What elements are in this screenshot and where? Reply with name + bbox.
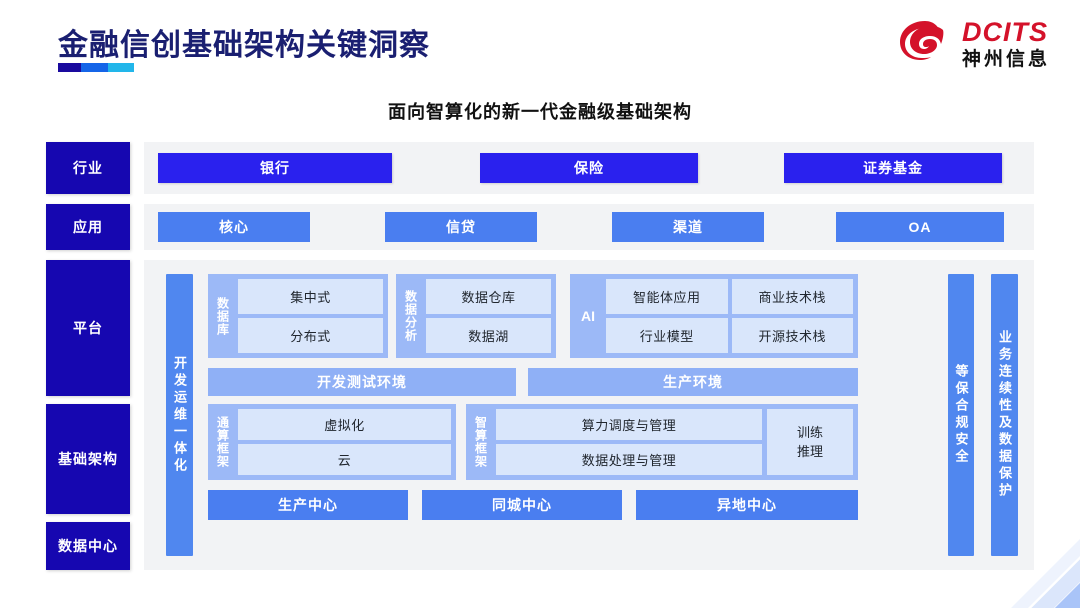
application-chip-oa[interactable]: OA [836,212,1004,242]
cell-opensource-stack[interactable]: 开源技术栈 [731,318,853,353]
group-intelligent-compute-title: 智算框架 [473,416,488,468]
application-chip-channel[interactable]: 渠道 [612,212,764,242]
cell-data-warehouse[interactable]: 数据仓库 [426,279,551,314]
industry-chip-securities[interactable]: 证券基金 [784,153,1002,183]
application-chip-core[interactable]: 核心 [158,212,310,242]
cell-data-lake[interactable]: 数据湖 [426,318,551,353]
stripe-2 [821,572,1080,608]
sidebar-business-continuity[interactable]: 业务连续性及数据保护 [991,274,1018,556]
group-general-compute-title: 通算框架 [215,416,230,468]
stage-label-platform[interactable]: 平台 [46,260,130,396]
accent-segment-1 [58,63,81,72]
stage-label-column: 行业 应用 平台 基础架构 数据中心 [46,142,130,572]
diagram-subtitle: 面向智算化的新一代金融级基础架构 [388,102,692,122]
group-database[interactable]: 数据库 集中式 分布式 [208,274,388,358]
core-panel: 开发运维一体化 等保合规安全 业务连续性及数据保护 数据库 集中式 分布式 数据… [144,260,1034,570]
datacenter-chip-remote[interactable]: 异地中心 [636,490,858,520]
dcits-swirl-logo-icon [899,21,944,60]
accent-segment-3 [108,63,134,72]
stage-label-application[interactable]: 应用 [46,204,130,250]
group-analytics-title: 数据分析 [403,290,418,342]
architecture-diagram: 行业 应用 平台 基础架构 数据中心 银行 保险 证券基金 核心 信贷 渠道 O… [46,142,1034,572]
cell-commercial-stack[interactable]: 商业技术栈 [731,279,853,314]
cell-agent-application[interactable]: 智能体应用 [606,279,728,314]
brand-logo: DCITS 神州信息 [898,18,1050,70]
logo-text-block: DCITS 神州信息 [961,17,1050,70]
cell-data-processing[interactable]: 数据处理与管理 [496,444,762,475]
datacenter-chip-production[interactable]: 生产中心 [208,490,408,520]
logo-en-text: DCITS [961,17,1048,47]
group-intelligent-compute[interactable]: 智算框架 算力调度与管理 数据处理与管理 训练 推理 [466,404,858,480]
sidebar-devops[interactable]: 开发运维一体化 [166,274,193,556]
cell-cloud[interactable]: 云 [238,444,451,475]
group-database-title: 数据库 [215,296,230,336]
application-chip-credit[interactable]: 信贷 [385,212,537,242]
stage-label-datacenter[interactable]: 数据中心 [46,522,130,570]
datacenter-chip-metro[interactable]: 同城中心 [422,490,622,520]
cell-compute-scheduling[interactable]: 算力调度与管理 [496,409,762,440]
industry-panel: 银行 保险 证券基金 [144,142,1034,194]
group-general-compute[interactable]: 通算框架 虚拟化 云 [208,404,456,480]
stage-label-industry[interactable]: 行业 [46,142,130,194]
cell-centralized[interactable]: 集中式 [238,279,383,314]
env-bar-production[interactable]: 生产环境 [528,368,858,396]
sidebar-security-compliance[interactable]: 等保合规安全 [948,274,974,556]
group-data-analytics[interactable]: 数据分析 数据仓库 数据湖 [396,274,556,358]
accent-segment-2 [80,63,109,72]
cell-industry-model[interactable]: 行业模型 [606,318,728,353]
train-inference-text: 训练 推理 [796,424,823,460]
logo-cn-text: 神州信息 [961,49,1050,70]
page-title: 金融信创基础架构关键洞察 [58,29,430,62]
core-inner-area: 数据库 集中式 分布式 数据分析 数据仓库 数据湖 AI 智能体应用 [208,274,934,556]
cell-distributed[interactable]: 分布式 [238,318,383,353]
group-ai-title: AI [581,308,595,324]
industry-chip-insurance[interactable]: 保险 [480,153,698,183]
cell-virtualization[interactable]: 虚拟化 [238,409,451,440]
page-header: 金融信创基础架构关键洞察 DCITS 神州信息 [0,0,1080,92]
cell-train-inference[interactable]: 训练 推理 [767,409,853,475]
env-bar-dev-test[interactable]: 开发测试环境 [208,368,516,396]
stage-label-infrastructure[interactable]: 基础架构 [46,404,130,514]
industry-chip-bank[interactable]: 银行 [158,153,392,183]
group-ai[interactable]: AI 智能体应用 商业技术栈 行业模型 开源技术栈 [570,274,858,358]
title-accent-rule [58,63,134,72]
application-panel: 核心 信贷 渠道 OA [144,204,1034,250]
